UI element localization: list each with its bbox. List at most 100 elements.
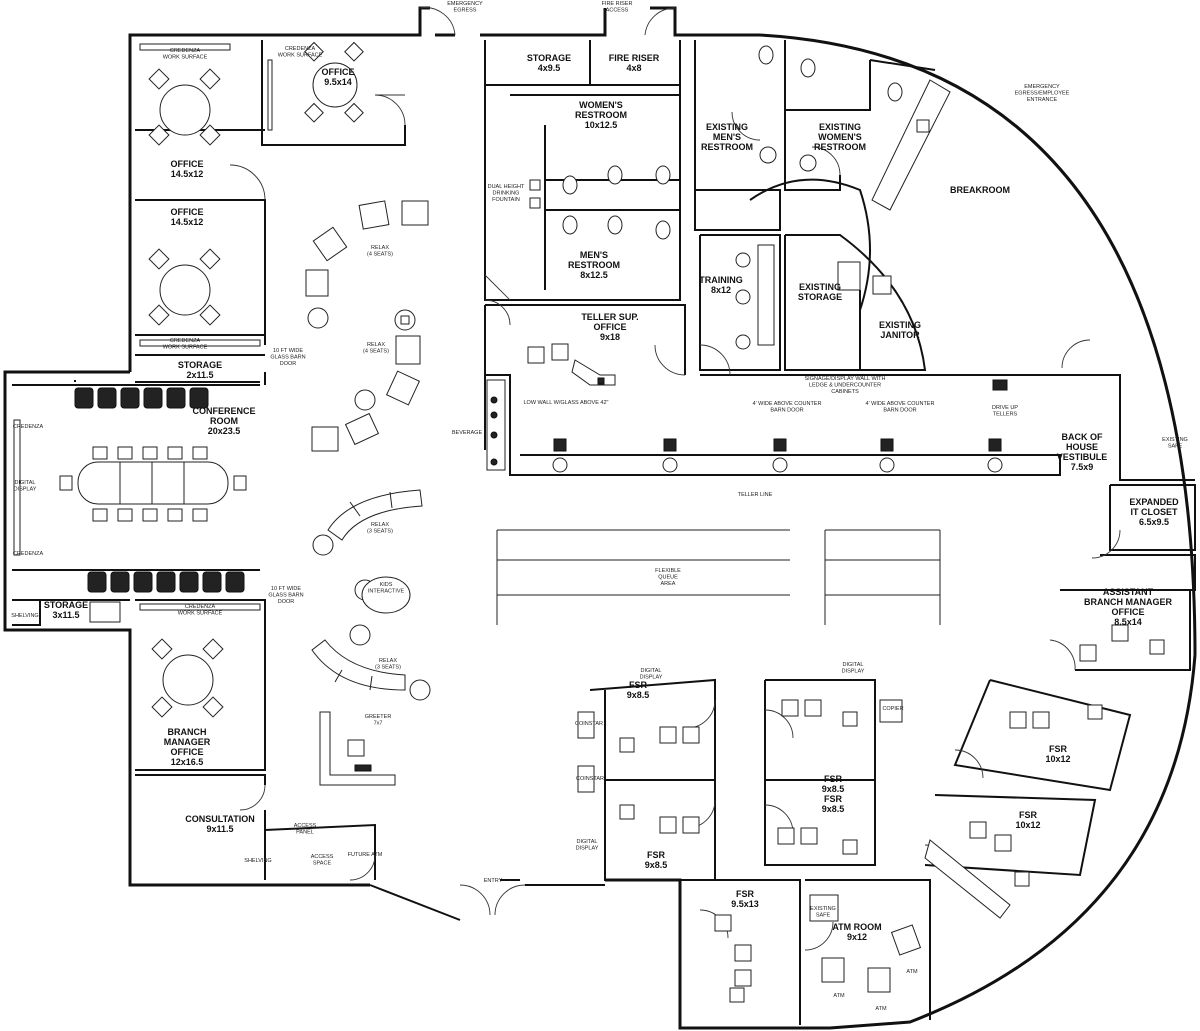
- label-line: STORAGE: [44, 600, 88, 610]
- note-label-shelving-consult: SHELVING: [244, 858, 271, 864]
- label-line: EGRESS/EMPLOYEE: [1015, 91, 1070, 97]
- label-line: WORK SURFACE: [278, 53, 323, 59]
- note-label-credenza-left-2: CREDENZA: [13, 551, 44, 557]
- label-line: 2x11.5: [186, 370, 213, 380]
- label-line: STORAGE: [178, 360, 222, 370]
- label-line: JANITOR: [880, 330, 920, 340]
- label-line: WORK SURFACE: [178, 611, 223, 617]
- label-line: EXISTING: [799, 282, 841, 292]
- label-line: 8x12.5: [580, 270, 608, 280]
- label-line: COINSTAR: [576, 776, 604, 782]
- label-line: TELLER SUP.: [581, 312, 638, 322]
- label-line: ENTRANCE: [1027, 97, 1058, 103]
- label-line: FSR: [629, 680, 648, 690]
- label-line: BRANCH: [168, 727, 207, 737]
- label-line: RESTROOM: [568, 260, 620, 270]
- label-line: EXISTING: [706, 122, 748, 132]
- label-line: 3x11.5: [52, 610, 79, 620]
- label-line: CABINETS: [831, 389, 859, 395]
- label-line: AREA: [661, 581, 676, 587]
- note-label-atm-3: ATM: [906, 969, 918, 975]
- label-line: WOMEN'S: [579, 100, 623, 110]
- label-line: SIGNAGE/DISPLAY WALL WITH: [805, 376, 886, 382]
- label-line: STORAGE: [527, 53, 571, 63]
- label-line: BARN DOOR: [770, 408, 803, 414]
- label-line: WORK SURFACE: [163, 345, 208, 351]
- label-line: GREETER: [365, 714, 392, 720]
- label-line: FSR: [1019, 810, 1038, 820]
- restroom-fixtures: [529, 45, 903, 240]
- label-line: 9x8.5: [645, 860, 668, 870]
- doors: [229, 7, 1121, 951]
- label-line: 9x8.5: [822, 784, 845, 794]
- label-line: OFFICE: [1112, 607, 1145, 617]
- note-label-coinstar-2: COINSTAR: [576, 776, 604, 782]
- chair-row: [74, 387, 245, 593]
- label-line: 4x8: [626, 63, 641, 73]
- label-line: 9x8.5: [822, 804, 845, 814]
- label-line: IT CLOSET: [1131, 507, 1179, 517]
- label-line: BEVERAGE: [452, 430, 483, 436]
- label-line: LEDGE & UNDERCOUNTER: [809, 383, 881, 389]
- label-line: SHELVING: [11, 613, 38, 619]
- note-label-atm-2: ATM: [875, 1006, 887, 1012]
- label-line: EMERGENCY: [447, 1, 483, 7]
- label-line: PANEL: [296, 830, 314, 836]
- label-line: FIRE RISER: [602, 1, 633, 7]
- label-line: 9x18: [600, 332, 620, 342]
- label-line: 6.5x9.5: [1139, 517, 1169, 527]
- label-line: CREDENZA: [13, 551, 44, 557]
- label-line: MANAGER: [164, 737, 211, 747]
- label-line: FSR: [1049, 744, 1068, 754]
- label-line: 7x7: [374, 721, 383, 727]
- label-line: CREDENZA: [13, 424, 44, 430]
- label-line: ATM: [833, 993, 845, 999]
- label-line: LOW WALL W/GLASS ABOVE 42": [524, 400, 609, 406]
- exterior-walls: [3, 6, 1197, 1030]
- label-line: DIGITAL: [15, 480, 36, 486]
- label-line: CREDENZA: [170, 48, 201, 54]
- label-line: GLASS BARN: [270, 355, 305, 361]
- label-line: 8.5x14: [1114, 617, 1142, 627]
- label-line: CREDENZA: [170, 338, 201, 344]
- label-line: 4' WIDE ABOVE COUNTER: [753, 401, 822, 407]
- label-line: BACK OF: [1062, 432, 1103, 442]
- label-line: 9.5x14: [324, 77, 352, 87]
- label-line: ATM: [906, 969, 918, 975]
- label-line: OFFICE: [171, 747, 204, 757]
- label-line: 7.5x9: [1071, 462, 1094, 472]
